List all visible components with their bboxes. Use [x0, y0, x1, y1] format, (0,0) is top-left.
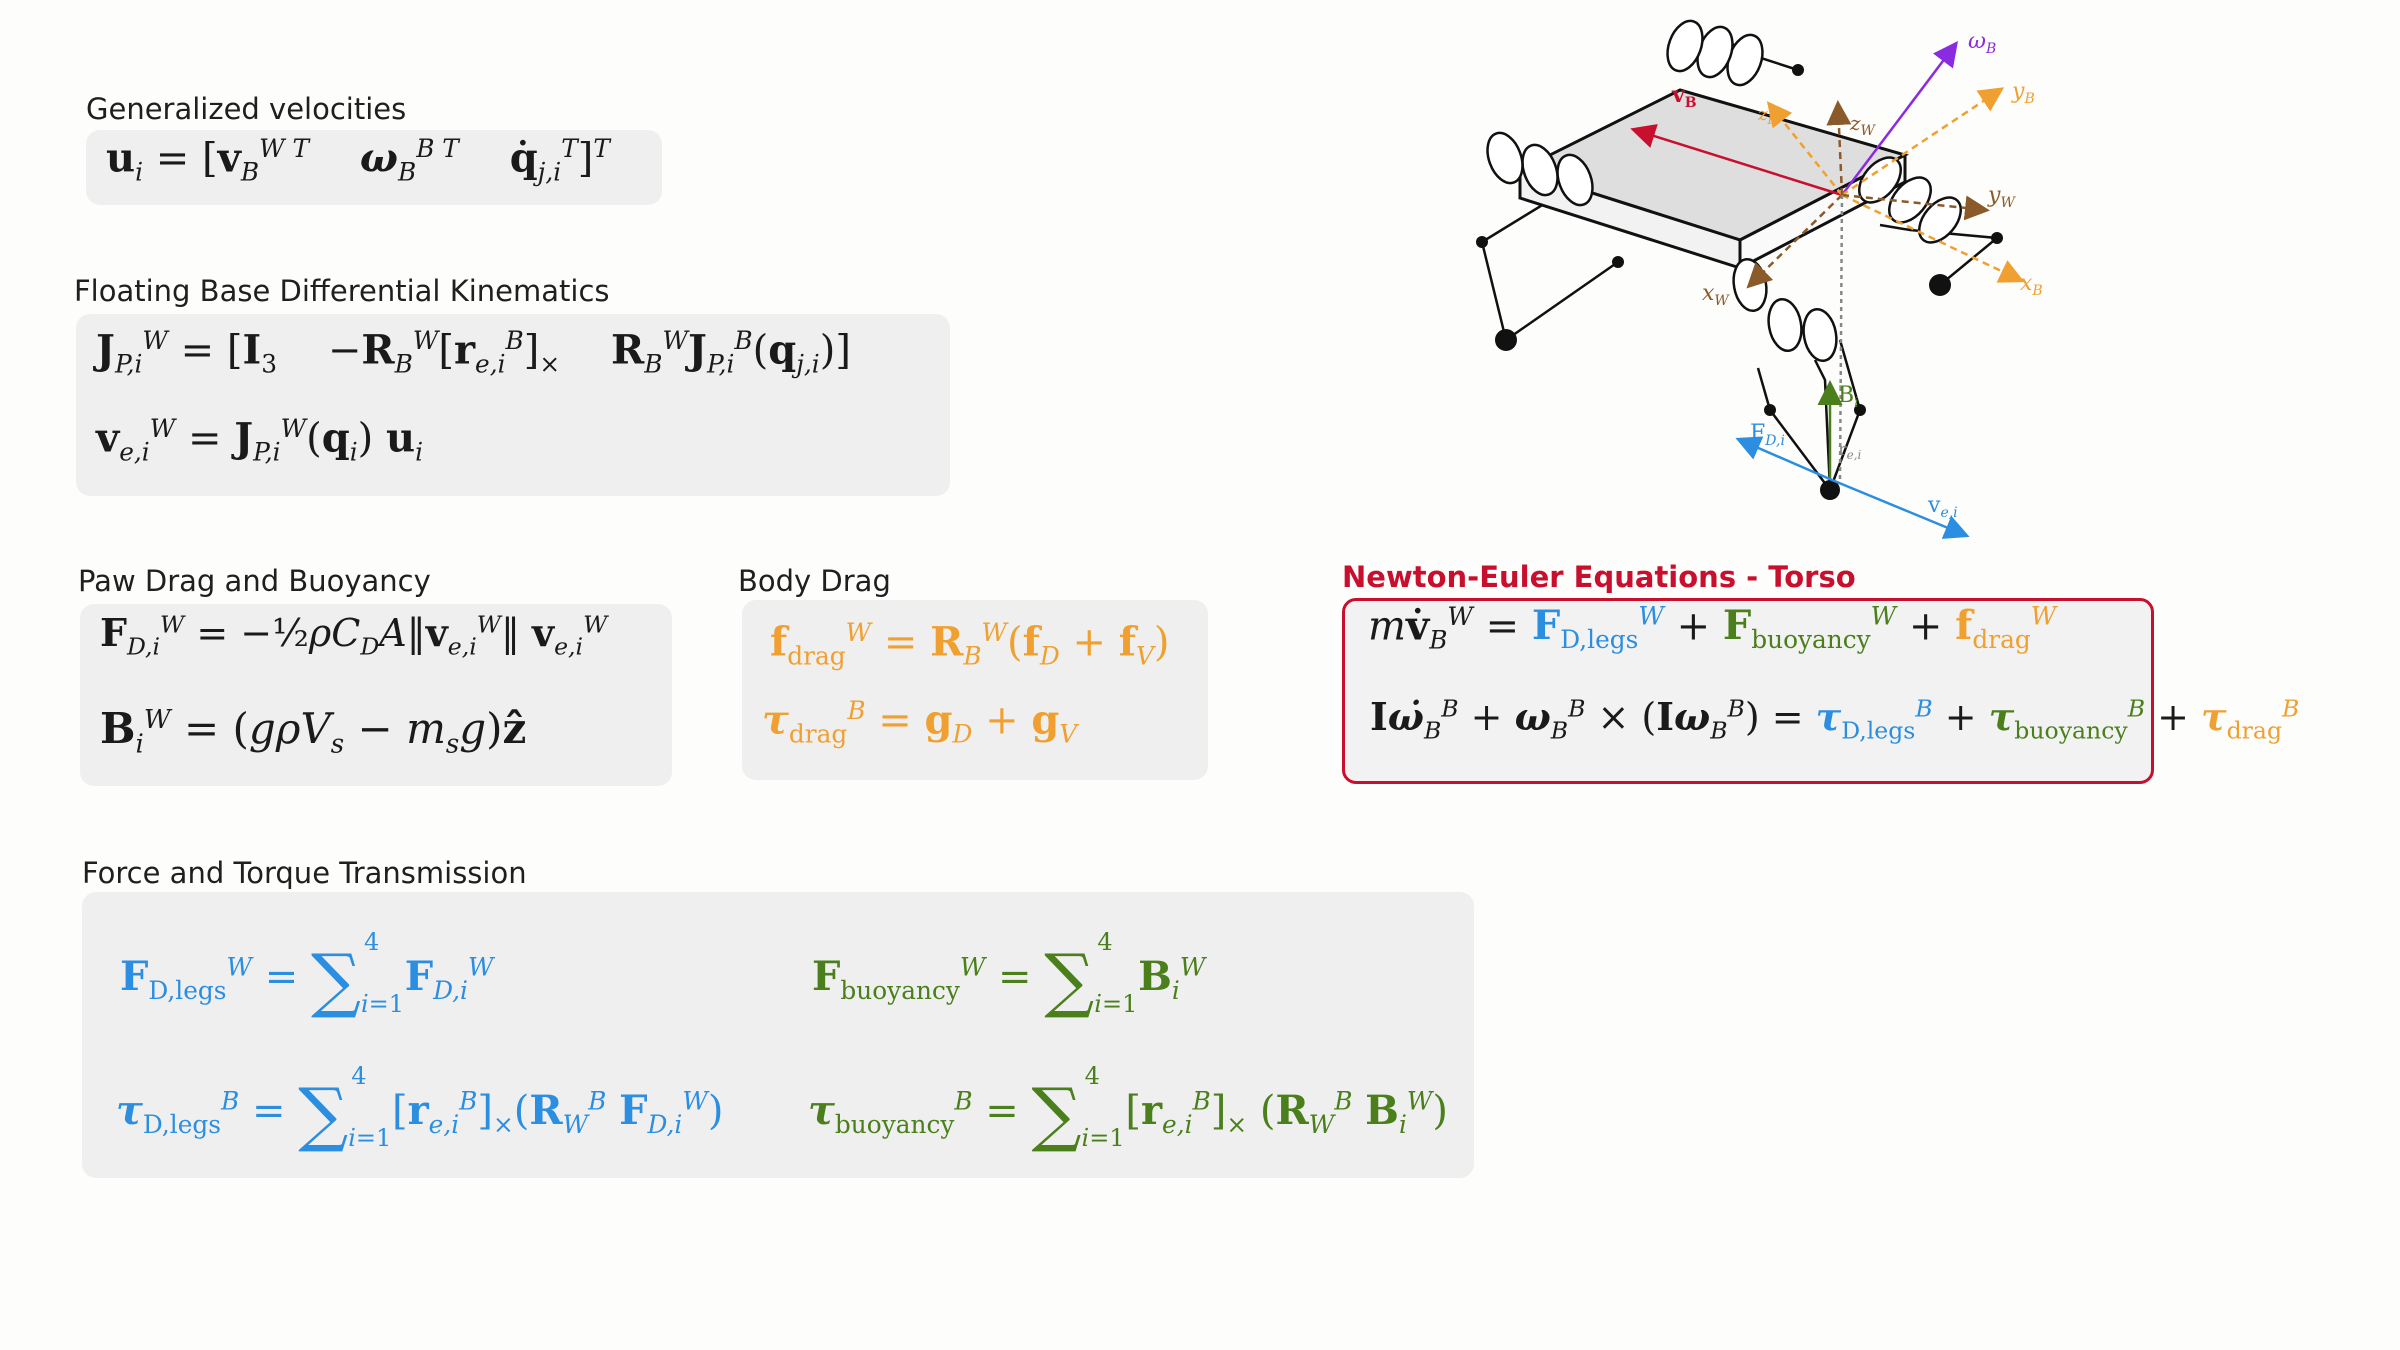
equation-torque-legs: τD,legsB = ∑i=14 [re,iB]×(RWB FD,iW) [116, 1062, 724, 1155]
equation-velocity: ve,iW = JP,iW(qi) ui [96, 414, 423, 467]
heading-force-torque: Force and Torque Transmission [82, 856, 527, 890]
equation-buoyancy: BiW = (gρVs − msg)ẑ [100, 704, 527, 760]
equation-jacobian: JP,iW = [I3 −RBW[re,iB]× RBWJP,iB(qj,i)] [96, 326, 851, 379]
label-y-b: yB [2011, 79, 2035, 107]
label-v-b: vB [1671, 82, 1697, 111]
label-z-w: zW [1849, 111, 1877, 139]
label-y-w: yW [1987, 183, 2016, 211]
equation-body-drag-force: fdragW = RBW(fD + fV) [770, 618, 1170, 671]
box-generalized-velocities [86, 130, 662, 205]
label-v-ei: ve,i [1927, 493, 1958, 521]
box-newton-euler [1342, 598, 2154, 784]
equation-euler: Iω̇BB + ωBB × (IωBB) = τD,legsB + τbuoya… [1370, 694, 2300, 745]
equation-force-legs: FD,legsW = ∑i=14 FD,iW [120, 928, 494, 1021]
heading-paw-drag: Paw Drag and Buoyancy [78, 564, 431, 598]
robot-motors [1486, 19, 1962, 363]
label-f-di: FD,i [1750, 421, 1785, 449]
label-b-i: Bi [1838, 383, 1859, 411]
heading-generalized-velocities: Generalized velocities [86, 92, 407, 126]
equation-body-drag-torque: τdragB = gD + gV [762, 696, 1078, 749]
label-r-ei: re,i [1838, 439, 1862, 462]
equation-force-buoyancy: FbuoyancyW = ∑i=14 BiW [812, 928, 1206, 1021]
label-z-b: zB [1757, 104, 1776, 127]
heading-newton-euler: Newton-Euler Equations - Torso [1342, 560, 1856, 594]
label-x-b: xB [2020, 271, 2043, 299]
label-x-w: xW [1702, 281, 1730, 309]
box-force-torque [82, 892, 1474, 1178]
box-body-drag [742, 600, 1208, 780]
box-paw-drag [80, 604, 672, 786]
label-omega-b: ωB [1968, 29, 1996, 57]
heading-floating-base: Floating Base Differential Kinematics [74, 274, 610, 308]
equation-generalized-velocities: ui = [vBW T ωBB T q̇j,iT]T [106, 134, 610, 187]
robot-diagram: ωB vB zB zW yB yW xW xB Bi FD,i re,i ve,… [1476, 19, 2043, 539]
box-floating-base [76, 314, 950, 496]
frame-axes [1630, 41, 2025, 481]
heading-body-drag: Body Drag [738, 564, 891, 598]
paw-vectors [1735, 380, 1970, 539]
equation-newton: mv̇BW = FD,legsW + FbuoyancyW + fdragW [1368, 602, 2057, 655]
equation-paw-drag: FD,iW = −½ρCDA‖ve,iW‖ ve,iW [100, 610, 608, 661]
equation-torque-buoyancy: τbuoyancyB = ∑i=14 [re,iB]× (RWB BiW) [808, 1062, 1449, 1155]
